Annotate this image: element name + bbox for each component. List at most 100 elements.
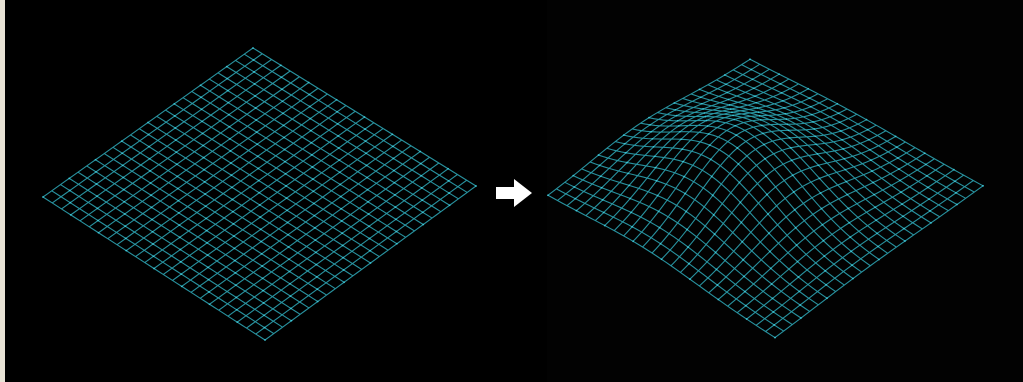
mesh-vertex bbox=[282, 100, 284, 102]
mesh-vertex bbox=[153, 268, 155, 270]
mesh-vertex bbox=[724, 74, 726, 76]
mesh-vertex bbox=[338, 159, 340, 161]
mesh-vertex bbox=[281, 76, 283, 78]
mesh-vertex bbox=[874, 206, 876, 208]
mesh-vertex bbox=[731, 111, 733, 113]
mesh-line bbox=[200, 146, 411, 299]
mesh-vertex bbox=[717, 299, 719, 301]
mesh-vertex bbox=[843, 158, 845, 160]
mesh-vertex bbox=[229, 138, 231, 140]
mesh-vertex bbox=[699, 88, 701, 90]
mesh-vertex bbox=[797, 261, 799, 263]
mesh-line bbox=[733, 70, 966, 198]
mesh-vertex bbox=[263, 314, 265, 316]
mesh-vertex bbox=[795, 227, 797, 229]
mesh-vertex bbox=[392, 145, 394, 147]
mesh-vertex bbox=[70, 214, 72, 216]
panel-before bbox=[5, 0, 547, 382]
mesh-vertex bbox=[312, 178, 314, 180]
mesh-vertex bbox=[765, 175, 767, 177]
mesh-vertex bbox=[282, 112, 284, 114]
mesh-vertex bbox=[826, 297, 828, 299]
mesh-vertex bbox=[289, 283, 291, 285]
mesh-vertex bbox=[842, 148, 844, 150]
mesh-vertex bbox=[395, 218, 397, 220]
mesh-vertex bbox=[122, 177, 124, 179]
mesh-vertex bbox=[877, 246, 879, 248]
mesh-vertex bbox=[823, 255, 825, 257]
mesh-vertex bbox=[770, 268, 772, 270]
mesh-vertex bbox=[230, 150, 232, 152]
mesh-vertex bbox=[205, 218, 207, 220]
mesh-vertex bbox=[928, 198, 930, 200]
mesh-vertex bbox=[790, 147, 792, 149]
mesh-vertex bbox=[846, 194, 848, 196]
mesh-vertex bbox=[370, 262, 372, 264]
mesh-vertex bbox=[391, 133, 393, 135]
mesh-vertex bbox=[953, 169, 955, 171]
mesh-vertex bbox=[789, 137, 791, 139]
mesh-vertex bbox=[708, 133, 710, 135]
mesh-vertex bbox=[678, 125, 680, 127]
mesh-vertex bbox=[793, 191, 795, 193]
mesh-vertex bbox=[903, 228, 905, 230]
mesh-vertex bbox=[286, 209, 288, 211]
mesh-vertex bbox=[822, 224, 824, 226]
mesh-vertex bbox=[340, 196, 342, 198]
mesh-vertex bbox=[422, 224, 424, 226]
mesh-vertex bbox=[149, 170, 151, 172]
mesh-vertex bbox=[174, 127, 176, 129]
mesh-vertex bbox=[369, 250, 371, 252]
mesh-vertex bbox=[367, 201, 369, 203]
mesh-vertex bbox=[703, 112, 705, 114]
panel-after bbox=[547, 0, 1023, 382]
mesh-vertex bbox=[209, 303, 211, 305]
mesh-vertex bbox=[96, 183, 98, 185]
mesh-vertex bbox=[627, 172, 629, 174]
mesh-line bbox=[228, 163, 439, 316]
mesh-vertex bbox=[342, 245, 344, 247]
mesh-vertex bbox=[232, 199, 234, 201]
mesh-vertex bbox=[179, 249, 181, 251]
mesh-line bbox=[173, 129, 384, 281]
mesh-vertex bbox=[308, 82, 310, 84]
mesh-vertex bbox=[707, 125, 709, 127]
mesh-vertex bbox=[782, 100, 784, 102]
mesh-vertex bbox=[341, 232, 343, 234]
mesh-vertex bbox=[232, 211, 234, 213]
mesh-vertex bbox=[788, 129, 790, 131]
mesh-vertex bbox=[261, 253, 263, 255]
mesh-vertex bbox=[97, 207, 99, 209]
mesh-vertex bbox=[95, 171, 97, 173]
mesh-vertex bbox=[286, 197, 288, 199]
mesh-vertex bbox=[676, 115, 678, 117]
mesh-line bbox=[548, 59, 750, 195]
mesh-vertex bbox=[314, 239, 316, 241]
mesh-vertex bbox=[68, 177, 70, 179]
mesh-vertex bbox=[602, 199, 604, 201]
mesh-vertex bbox=[314, 227, 316, 229]
mesh-vertex bbox=[207, 254, 209, 256]
mesh-vertex bbox=[711, 176, 713, 178]
mesh-vertex bbox=[96, 195, 98, 197]
mesh-vertex bbox=[654, 155, 656, 157]
mesh-vertex bbox=[852, 278, 854, 280]
mesh-vertex bbox=[739, 201, 741, 203]
mesh-vertex bbox=[781, 92, 783, 94]
mesh-vertex bbox=[234, 272, 236, 274]
mesh-vertex bbox=[873, 194, 875, 196]
mesh-vertex bbox=[395, 206, 397, 208]
mesh-vertex bbox=[337, 123, 339, 125]
mesh-vertex bbox=[447, 168, 449, 170]
mesh-vertex bbox=[204, 193, 206, 195]
mesh-vertex bbox=[600, 175, 602, 177]
mesh-vertex bbox=[814, 135, 816, 137]
mesh-vertex bbox=[201, 108, 203, 110]
mesh-vertex bbox=[685, 211, 687, 213]
mesh-vertex bbox=[897, 157, 899, 159]
mesh-vertex bbox=[573, 186, 575, 188]
mesh-vertex bbox=[393, 158, 395, 160]
mesh-vertex bbox=[769, 251, 771, 253]
mesh-vertex bbox=[174, 115, 176, 117]
mesh-vertex bbox=[285, 173, 287, 175]
